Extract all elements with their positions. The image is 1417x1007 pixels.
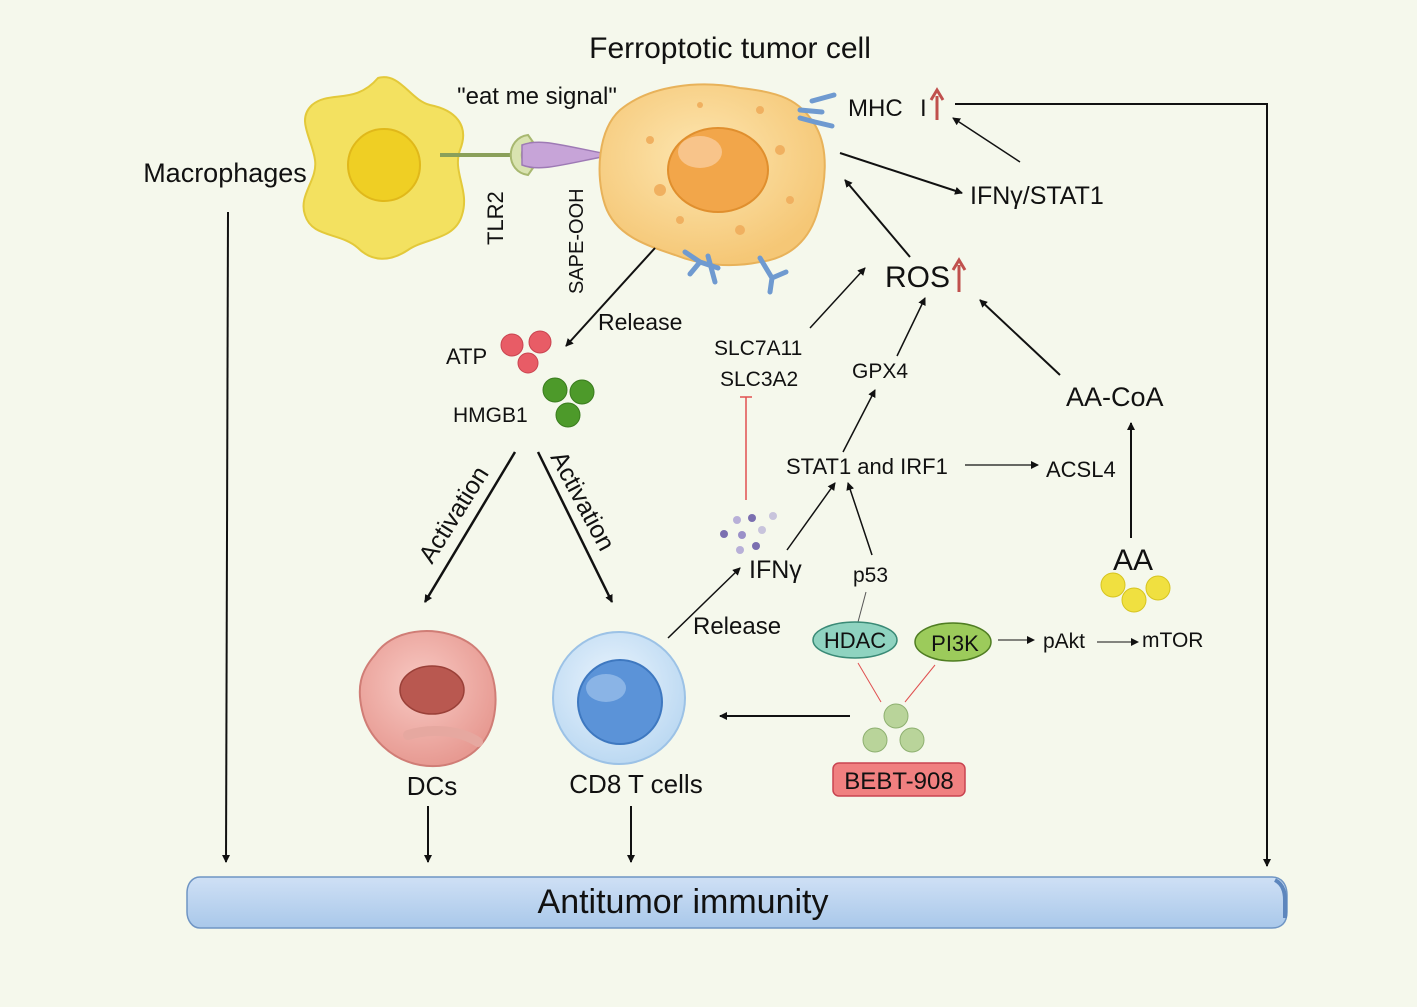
- arrow-cd8-release-ifng: [667, 567, 741, 639]
- mhc-receptors: [682, 92, 837, 295]
- mhc-up-arrow: [929, 87, 945, 120]
- inhibition-bebt-pi3k: [904, 664, 936, 703]
- macrophage-cell: [302, 76, 466, 260]
- cd8-label: CD8 T cells: [569, 769, 702, 799]
- gpx4-label: GPX4: [852, 360, 908, 383]
- bebt-box: BEBT-908: [832, 762, 966, 797]
- release-bottom-label: Release: [693, 613, 781, 640]
- pi3k-label: PI3K: [931, 631, 979, 656]
- cd8-t-cell: [552, 631, 686, 765]
- hdac-label: HDAC: [824, 628, 886, 653]
- arrow-slc-to-ros: [809, 267, 866, 329]
- hdac-node: HDAC: [812, 621, 898, 659]
- arrow-ifng-stat1-to-mhc: [952, 117, 1021, 163]
- slc7a11-label: SLC7A11: [714, 337, 802, 360]
- dc-cell: [358, 630, 497, 767]
- p53-label: p53: [853, 564, 888, 587]
- atp-molecules: [500, 330, 552, 374]
- ifng-stat1-label: IFNγ/STAT1: [970, 182, 1104, 210]
- stat1-irf1-label: STAT1 and IRF1: [786, 454, 948, 479]
- pakt-label: pAkt: [1043, 630, 1085, 653]
- hmgb1-label: HMGB1: [453, 404, 528, 427]
- ros-up-arrow: [951, 257, 967, 292]
- arrow-macrophages-down: [222, 211, 231, 863]
- eat-me-signal-label: "eat me signal": [457, 83, 617, 110]
- ferroptotic-tumor-cell: [598, 83, 826, 267]
- antitumor-bar: Antitumor immunity: [186, 876, 1288, 929]
- ifng-molecules: [720, 512, 777, 554]
- arrow-activation-dcs: [423, 451, 517, 603]
- arrow-tumor-release: [565, 247, 656, 347]
- tlr2-label: TLR2: [483, 191, 508, 245]
- sape-ooh-ligand: [521, 141, 613, 169]
- aa-molecules: [1100, 572, 1171, 613]
- atp-label: ATP: [446, 344, 487, 369]
- dcs-label: DCs: [407, 771, 458, 801]
- bebt-molecules: [862, 703, 925, 753]
- antitumor-immunity-label: Antitumor immunity: [538, 883, 829, 921]
- arrow-tumor-to-ifng-stat1: [839, 152, 963, 195]
- aa-label: AA: [1113, 544, 1153, 577]
- inhibition-bebt-hdac: [857, 662, 882, 703]
- ros-label: ROS: [885, 261, 950, 294]
- ifng-label: IFNγ: [749, 556, 802, 584]
- arrow-gpx4-to-ros: [896, 297, 926, 357]
- pi3k-node: PI3K: [914, 622, 992, 662]
- aa-coa-label: AA-CoA: [1066, 382, 1164, 412]
- link-hdac-to-p53: [857, 591, 867, 623]
- arrow-mhc-to-immunity: [955, 103, 1271, 867]
- mhc-label: MHC: [848, 95, 903, 122]
- bebt-label: BEBT-908: [844, 768, 953, 795]
- release-top-label: Release: [598, 309, 682, 335]
- activation-right-label: Activation: [545, 447, 621, 556]
- mhc-class-label: I: [920, 95, 927, 122]
- arrow-aacoa-to-ros: [979, 299, 1061, 376]
- arrow-stat1-to-gpx4: [842, 389, 876, 453]
- mtor-label: mTOR: [1142, 629, 1203, 652]
- diagram-title: Ferroptotic tumor cell: [589, 32, 871, 65]
- macrophages-label: Macrophages: [143, 158, 307, 188]
- acsl4-label: ACSL4: [1046, 457, 1116, 482]
- slc3a2-label: SLC3A2: [720, 368, 798, 391]
- arrow-activation-cd8: [536, 451, 614, 603]
- arrow-ros-to-tumor: [844, 179, 911, 258]
- inhibition-ifng-slc: [740, 396, 752, 500]
- arrow-ifng-to-stat1: [786, 482, 836, 551]
- arrow-p53-to-stat1: [846, 482, 873, 556]
- hmgb1-molecules: [542, 377, 595, 428]
- sape-ooh-label: SAPE-OOH: [566, 188, 588, 294]
